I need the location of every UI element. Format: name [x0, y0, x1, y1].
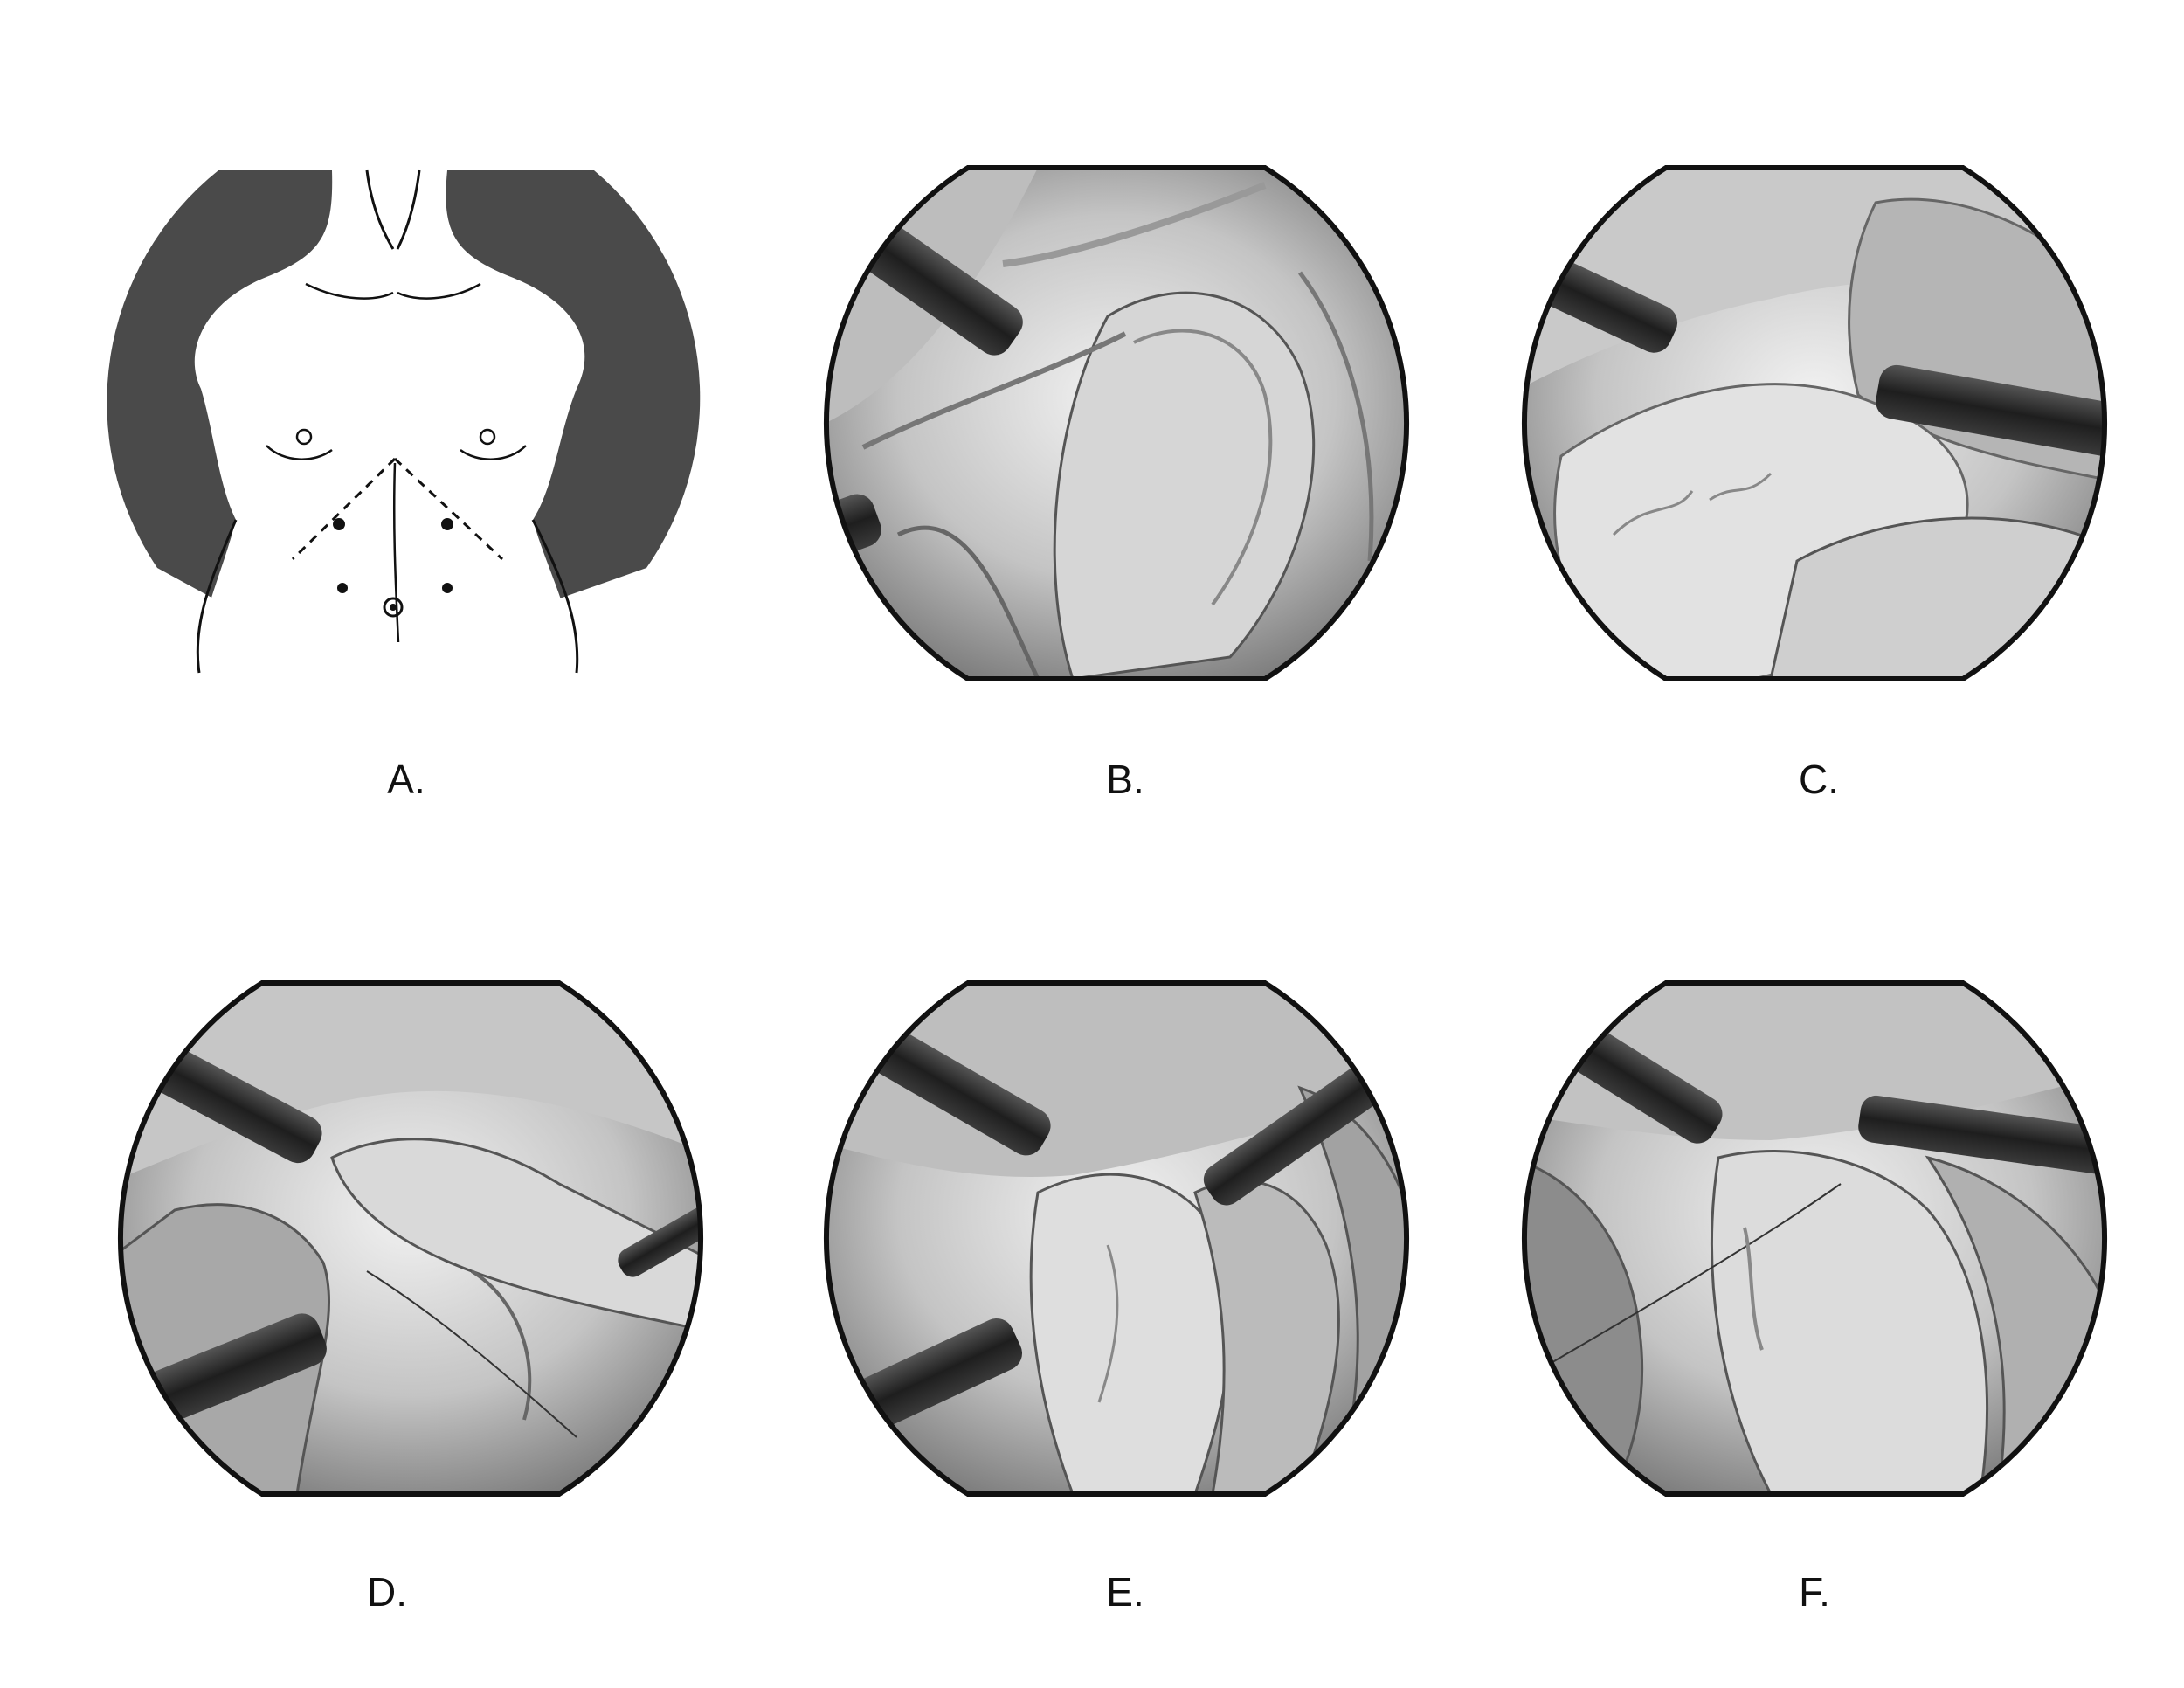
panel-d — [105, 980, 716, 1497]
panel-e — [811, 980, 1422, 1497]
laparoscopic-view-f — [1521, 980, 2108, 1497]
panel-e-label: E. — [1106, 1569, 1144, 1615]
panel-b — [811, 165, 1422, 681]
panel-c-label: C. — [1799, 757, 1839, 802]
laparoscopic-view-e — [823, 980, 1410, 1497]
panel-a — [105, 169, 701, 677]
torso-port-diagram — [107, 169, 701, 674]
panel-c — [1509, 165, 2120, 681]
panel-b-label: B. — [1106, 757, 1144, 802]
panel-a-label: A. — [387, 757, 425, 802]
panel-f — [1509, 980, 2120, 1497]
laparoscopic-view-b — [823, 165, 1410, 681]
laparoscopic-view-c — [1521, 165, 2108, 681]
panel-f-label: F. — [1799, 1569, 1830, 1615]
panel-d-label: D. — [367, 1569, 407, 1615]
laparoscopic-view-d — [117, 980, 704, 1497]
